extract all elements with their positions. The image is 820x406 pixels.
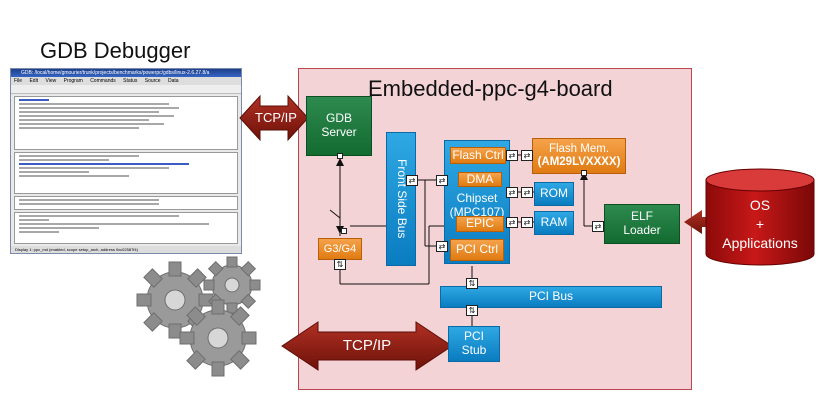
- connector-port-icon: ⇄: [592, 221, 604, 232]
- chipset-label-line1: Chipset: [456, 191, 498, 206]
- pci-ctrl-box: PCI Ctrl: [450, 239, 504, 261]
- pci-stub-box: PCI Stub: [448, 326, 500, 362]
- gdb-menu-commands[interactable]: Commands: [90, 78, 116, 84]
- gdb-data-pane: [14, 96, 238, 150]
- connector-dot: [341, 228, 347, 234]
- gdb-menu-view[interactable]: View: [45, 78, 57, 84]
- connector-port-icon: ⇄: [436, 175, 448, 186]
- connector-dot: [581, 170, 587, 176]
- connector-port-icon: ⇅: [466, 305, 478, 316]
- gears-icon: [136, 256, 261, 377]
- gdb-menu-data[interactable]: Data: [167, 78, 179, 84]
- elf-loader-label-line2: Loader: [623, 223, 661, 237]
- flash-mem-label-line1: Flash Mem.: [548, 142, 610, 155]
- connector-port-icon: ⇄: [436, 241, 448, 252]
- flash-ctrl-label: Flash Ctrl: [452, 147, 504, 162]
- elf-loader-label-line1: ELF: [630, 209, 653, 224]
- pci-stub-label-line2: Stub: [461, 343, 487, 357]
- ram-label: RAM: [540, 215, 568, 230]
- gdb-menu-edit[interactable]: Edit: [29, 78, 39, 84]
- connector-port-icon: ⇄: [506, 187, 518, 198]
- flash-ctrl-box: Flash Ctrl: [450, 147, 506, 164]
- rom-box: ROM: [534, 182, 574, 206]
- elf-loader-box: ELF Loader: [604, 204, 680, 244]
- left-arrow-icon: [684, 210, 714, 234]
- gdb-window-title-bar: GDB: /local/home/gmourier/trunk/projects…: [11, 69, 241, 77]
- gdb-toolbar: [11, 85, 241, 94]
- g3-g4-cpu-box: G3/G4: [318, 238, 362, 260]
- gdb-console-pane[interactable]: [14, 212, 238, 244]
- os-applications-label: OS + Applications: [706, 196, 814, 253]
- gdb-menu-source[interactable]: Source: [144, 78, 161, 84]
- epic-label: EPIC: [465, 216, 494, 231]
- front-side-bus-box: Front Side Bus: [386, 132, 416, 266]
- connector-port-icon: ⇅: [466, 278, 478, 289]
- gdb-server-box: GDB Server: [306, 96, 372, 156]
- ram-box: RAM: [534, 211, 574, 235]
- tcp-ip-label-bottom: TCP/IP: [342, 337, 392, 354]
- gdb-debugger-title: GDB Debugger: [40, 38, 191, 63]
- gdb-source-pane: [14, 152, 238, 194]
- g3-g4-label: G3/G4: [323, 242, 357, 255]
- os-label-line3: Applications: [722, 235, 798, 251]
- gdb-menu-program[interactable]: Program: [63, 78, 83, 84]
- gdb-menu-status[interactable]: Status: [123, 78, 138, 84]
- os-label-line1: OS: [749, 197, 771, 213]
- gdb-status-bar: Display 1: ppc_md (enabled, scope setup_…: [11, 246, 241, 253]
- front-side-bus-label: Front Side Bus: [394, 159, 409, 239]
- dma-label: DMA: [466, 171, 494, 186]
- gdb-menu-file[interactable]: File: [14, 78, 23, 84]
- connector-port-icon: ⇄: [506, 150, 518, 161]
- rom-label: ROM: [540, 186, 568, 201]
- connector-port-icon: ⇄: [406, 175, 418, 186]
- flash-mem-box: Flash Mem. (AM29LVXXXX): [532, 138, 626, 174]
- pci-bus-box: PCI Bus: [440, 286, 662, 308]
- database-cylinder-icon: [705, 168, 815, 266]
- gdb-window: GDB: /local/home/gmourier/trunk/projects…: [10, 68, 242, 254]
- connector-port-icon: ⇅: [334, 259, 346, 270]
- connector-port-icon: ⇄: [521, 187, 533, 198]
- gdb-stack-pane: [14, 196, 238, 210]
- chipset-label-line2: (MPC107): [449, 205, 505, 219]
- os-label-line2: +: [755, 216, 765, 232]
- connector-port-icon: ⇄: [506, 217, 518, 228]
- gdb-server-label: GDB Server: [321, 111, 357, 139]
- flash-mem-label-line2: (AM29LVXXXX): [537, 156, 621, 168]
- pci-bus-label: PCI Bus: [528, 289, 573, 304]
- dma-box: DMA: [458, 172, 502, 187]
- connector-port-icon: ⇄: [521, 150, 533, 161]
- pci-ctrl-label: PCI Ctrl: [456, 242, 498, 257]
- tcp-ip-label-top: TCP/IP: [255, 110, 297, 125]
- connector-port-icon: ⇄: [521, 217, 533, 228]
- connector-dot: [337, 153, 343, 159]
- board-title: Embedded-ppc-g4-board: [368, 76, 613, 101]
- gdb-window-menu: File Edit View Program Commands Status S…: [11, 77, 241, 85]
- pci-stub-label-line1: PCI: [463, 329, 484, 344]
- epic-box: EPIC: [456, 216, 504, 232]
